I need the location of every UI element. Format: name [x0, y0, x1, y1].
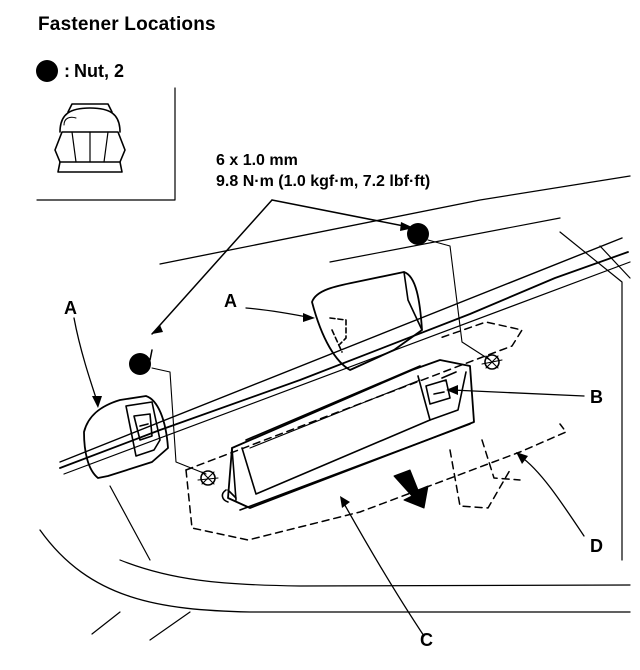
license-light-housing-c: [221, 359, 475, 511]
nut-marker-right: [407, 223, 429, 245]
callout-d: D: [590, 536, 603, 556]
callout-a-center: A: [224, 291, 237, 311]
mounting-nuts: [197, 354, 503, 486]
removal-direction-arrow-icon: [393, 469, 429, 509]
nut-detail-inset: [36, 87, 176, 201]
nut-symbol-icon: [36, 60, 58, 82]
callout-a-left: A: [64, 298, 77, 318]
lens-cover-a-center: [311, 271, 423, 371]
page-title: Fastener Locations: [38, 14, 216, 35]
tailgate-panel: [39, 175, 631, 641]
nut-marker-left: [129, 353, 151, 375]
nut-marker-leaders: [151, 239, 491, 475]
torque-leader-lines: [149, 199, 415, 361]
fastener-size-label: 6 x 1.0 mm: [216, 152, 298, 169]
callout-b: B: [590, 387, 603, 407]
recess-outline-d: [185, 321, 567, 541]
nut-right-icon: [481, 354, 503, 370]
legend: : Nut, 2: [36, 60, 124, 82]
nut-left-icon: [197, 470, 219, 486]
lens-cover-a-left: [83, 395, 169, 479]
legend-separator: :: [64, 60, 70, 81]
torque-spec-label: 9.8 N·m (1.0 kgf·m, 7.2 lbf·ft): [216, 173, 431, 190]
legend-text: Nut, 2: [74, 60, 125, 81]
nut-icon: [54, 103, 126, 173]
